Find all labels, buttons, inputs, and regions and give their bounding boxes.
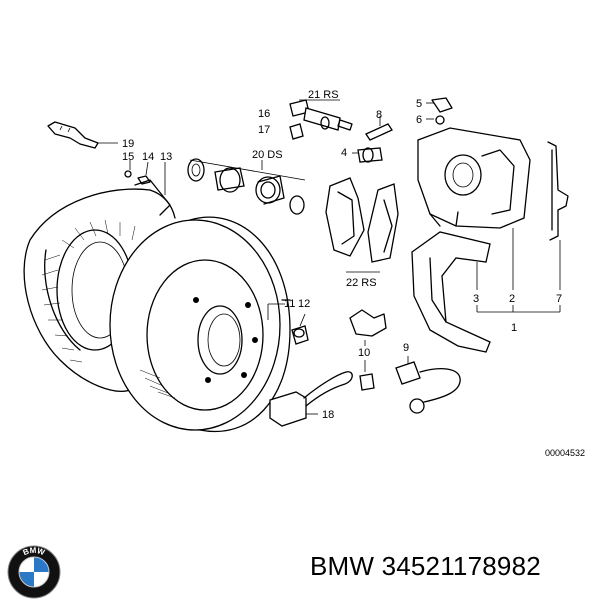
label-8: 8 [376, 109, 382, 121]
part-labels: 19 15 14 13 20 DS 21 RS 16 17 8 4 5 6 22… [122, 89, 562, 421]
label-16: 16 [258, 108, 270, 120]
brake-pads-part [325, 177, 399, 273]
anti-rattle-spring-part [547, 141, 569, 290]
svg-text:BMW: BMW [22, 546, 47, 557]
label-3: 3 [473, 293, 479, 305]
bmw-roundel-logo: BMW [7, 545, 61, 599]
disc-bolt-part [267, 303, 309, 345]
label-4: 4 [341, 147, 347, 159]
label-12: 12 [298, 298, 310, 310]
assembly-bracket-line [476, 305, 561, 313]
label-1: 1 [511, 322, 517, 334]
label-10: 10 [358, 347, 370, 359]
small-parts-5-6 [426, 97, 453, 125]
label-22-rs: 22 RS [346, 277, 377, 289]
wear-sensor-part [395, 356, 461, 414]
label-17: 17 [258, 124, 270, 136]
label-21-rs: 21 RS [308, 89, 339, 101]
screw-parts-15-14 [124, 160, 166, 195]
diagram-reference-code: 00004532 [545, 448, 585, 458]
label-14: 14 [142, 151, 154, 163]
label-2: 2 [509, 293, 515, 305]
part-number-title: BMW 34521178982 [310, 551, 541, 581]
spring-clip-part [349, 309, 387, 391]
logo-letters: BMW [22, 546, 47, 557]
caliper-bolt-part [352, 147, 383, 163]
piston-repair-kit-part [187, 158, 306, 215]
label-15: 15 [122, 151, 134, 163]
label-9: 9 [403, 342, 409, 354]
guide-pin-part [365, 116, 393, 141]
caliper-carrier-part [411, 231, 491, 353]
label-20-ds: 20 DS [252, 149, 283, 161]
label-6: 6 [416, 114, 422, 126]
label-19: 19 [122, 138, 134, 150]
brake-disc-part [109, 216, 291, 433]
label-7: 7 [556, 293, 562, 305]
label-13: 13 [160, 151, 172, 163]
sensor-housing-part [269, 371, 353, 427]
guide-bolt-kit-part [289, 99, 353, 140]
label-11: 11 [284, 298, 295, 310]
dust-shield-part [23, 179, 176, 392]
brake-caliper-part [417, 127, 531, 290]
label-5: 5 [416, 98, 422, 110]
label-18: 18 [322, 409, 334, 421]
wear-sensor-bracket-part [47, 121, 118, 149]
